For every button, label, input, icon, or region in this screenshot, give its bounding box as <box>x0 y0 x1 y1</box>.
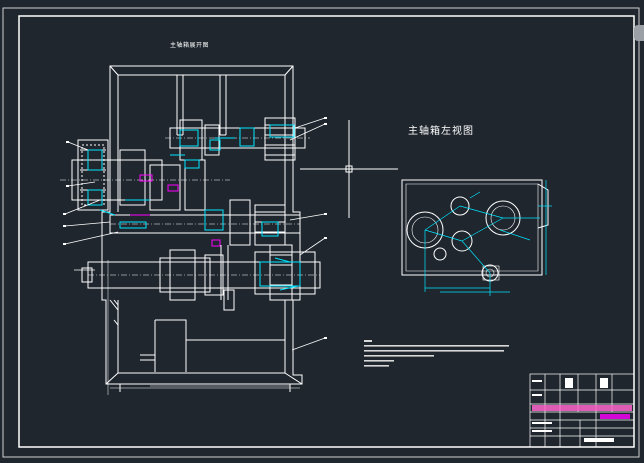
scroll-tab-icon[interactable] <box>634 25 644 41</box>
leader-lines <box>64 117 326 395</box>
title-block-fills <box>532 378 632 442</box>
leader-tick-marks <box>63 117 327 339</box>
crosshair-icon <box>300 120 398 218</box>
section-view-title: 主轴箱展开图 <box>170 42 210 49</box>
technical-notes <box>364 340 509 367</box>
section-view <box>101 65 303 392</box>
left-view-dimensions <box>424 180 552 296</box>
left-view-title: 主轴箱左视图 <box>408 126 474 137</box>
left-view <box>401 179 549 282</box>
sheet-inner-border <box>18 15 635 448</box>
cyan-details <box>87 124 301 291</box>
title-block <box>529 373 635 448</box>
magenta-details <box>130 174 221 247</box>
sheet-outer-border <box>2 7 640 458</box>
